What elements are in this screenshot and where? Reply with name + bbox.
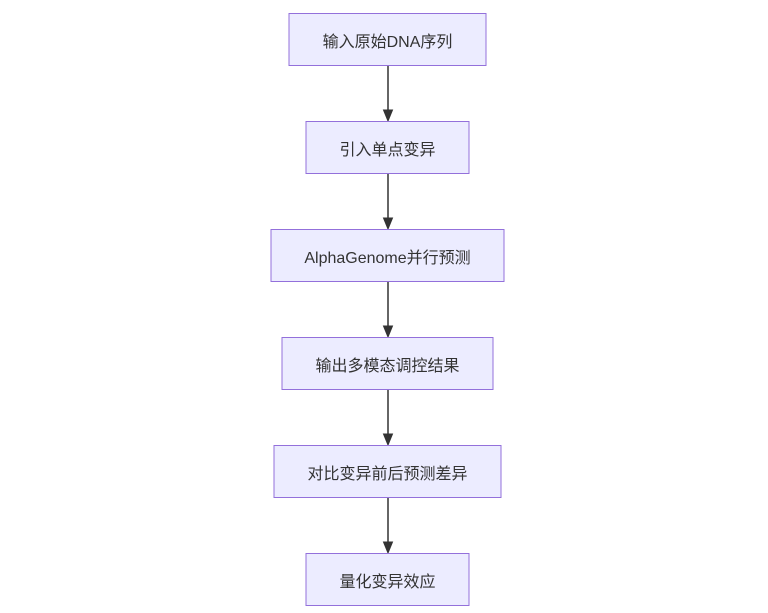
flow-node-quantify-effect: 量化变异效应 bbox=[305, 553, 470, 606]
flowchart-diagram: 输入原始DNA序列 引入单点变异 AlphaGenome并行预测 输出多模态调控… bbox=[4, 0, 768, 613]
flow-node-input-dna: 输入原始DNA序列 bbox=[288, 13, 487, 66]
flow-node-point-mutation: 引入单点变异 bbox=[305, 121, 470, 174]
arrow-down-icon bbox=[382, 282, 393, 337]
arrow-down-icon bbox=[382, 174, 393, 229]
flow-node-alphagenome-predict: AlphaGenome并行预测 bbox=[270, 229, 505, 282]
flow-node-compare-diff: 对比变异前后预测差异 bbox=[273, 445, 502, 498]
arrow-down-icon bbox=[382, 390, 393, 445]
arrow-down-icon bbox=[382, 66, 393, 121]
arrow-down-icon bbox=[382, 498, 393, 553]
flow-node-multimodal-output: 输出多模态调控结果 bbox=[281, 337, 494, 390]
